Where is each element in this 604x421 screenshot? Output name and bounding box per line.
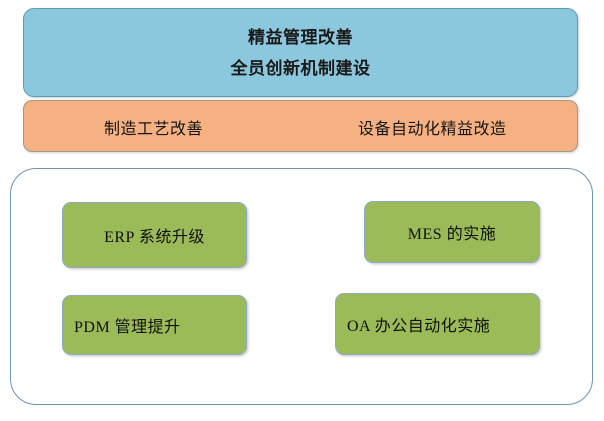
title-block-line-2: 全员创新机制建设 bbox=[230, 58, 371, 78]
process-block-label-1: 制造工艺改善 bbox=[104, 121, 204, 138]
process-block-label-2: 设备自动化精益改造 bbox=[358, 121, 507, 138]
title-block-line-1: 精益管理改善 bbox=[248, 27, 353, 47]
system-box-pdm: PDM 管理提升 bbox=[62, 295, 247, 355]
process-block: 制造工艺改善 设备自动化精益改造 bbox=[23, 100, 578, 152]
system-box-erp: ERP 系统升级 bbox=[62, 202, 247, 268]
system-box-oa: OA 办公自动化实施 bbox=[335, 293, 540, 355]
title-block: 精益管理改善 全员创新机制建设 bbox=[23, 8, 578, 97]
system-box-mes: MES 的实施 bbox=[364, 201, 540, 263]
